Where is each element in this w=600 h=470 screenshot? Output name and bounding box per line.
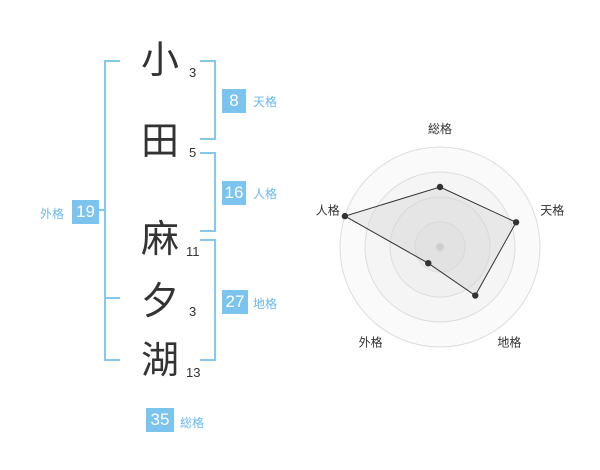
- radar-point-3: [472, 292, 479, 299]
- name-char-5: 湖: [140, 338, 179, 382]
- radar-series-polygon: [343, 186, 517, 297]
- radar-point-2: [512, 219, 520, 226]
- radar-axis-label-5: 人格: [316, 203, 340, 218]
- radar-axis-label-4: 外格: [359, 334, 383, 349]
- radar-axis-label-2: 天格: [540, 203, 564, 218]
- radar-point-4: [425, 259, 432, 267]
- stroke-count-2: 5: [189, 145, 197, 160]
- jinkaku-badge: 16: [222, 181, 246, 205]
- stroke-count-4: 3: [189, 304, 197, 319]
- tenkaku-badge: 8: [222, 89, 246, 113]
- name-char-2: 田: [140, 119, 179, 163]
- gaikaku-badge: 19: [72, 200, 99, 224]
- name-char-1: 小: [140, 38, 179, 82]
- surname-given-divider: [104, 297, 120, 299]
- chikaku-badge: 27: [222, 290, 248, 314]
- radar-axis-label-3: 地格: [497, 334, 521, 349]
- stroke-count-3: 11: [186, 244, 200, 259]
- gaikaku-label: 外格: [40, 207, 65, 221]
- name-char-3: 麻: [140, 217, 179, 261]
- soukaku-label: 総格: [180, 416, 205, 430]
- radar-center-dot: [436, 243, 444, 251]
- soukaku-badge: 35: [146, 408, 174, 432]
- chikaku-label: 地格: [253, 297, 278, 311]
- radar-point-1: [436, 183, 444, 191]
- tenkaku-bracket: [200, 60, 216, 140]
- stroke-count-5: 13: [186, 365, 201, 380]
- jinkaku-bracket: [200, 152, 216, 232]
- tenkaku-label: 天格: [253, 95, 278, 109]
- jinkaku-label: 人格: [253, 187, 278, 201]
- radar-point-5: [341, 212, 349, 220]
- stroke-count-1: 3: [189, 65, 197, 80]
- name-char-4: 夕: [140, 279, 179, 323]
- gaikaku-bracket: [104, 60, 120, 361]
- radar-axis-label-1: 総格: [428, 121, 452, 136]
- chikaku-bracket: [200, 239, 216, 361]
